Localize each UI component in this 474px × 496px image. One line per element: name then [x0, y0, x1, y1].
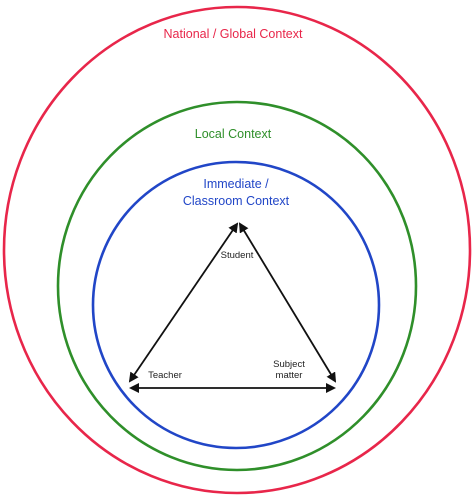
- classroom-context-label-line2: Classroom Context: [183, 194, 290, 208]
- local-context-ring: [56, 100, 418, 472]
- classroom-context-label-line1: Immediate /: [203, 177, 269, 191]
- national-context-ring: [2, 5, 472, 495]
- subject-matter-label-line1: Subject: [273, 359, 305, 370]
- teacher-label: Teacher: [148, 370, 182, 381]
- arrow-student-teacher: [128, 222, 239, 383]
- classroom-context-ring: [91, 160, 381, 450]
- arrow-student-subject: [238, 222, 337, 383]
- subject-matter-label-line2: matter: [276, 370, 303, 381]
- national-context-label: National / Global Context: [164, 27, 303, 41]
- student-label: Student: [221, 250, 254, 261]
- local-context-label: Local Context: [195, 127, 272, 141]
